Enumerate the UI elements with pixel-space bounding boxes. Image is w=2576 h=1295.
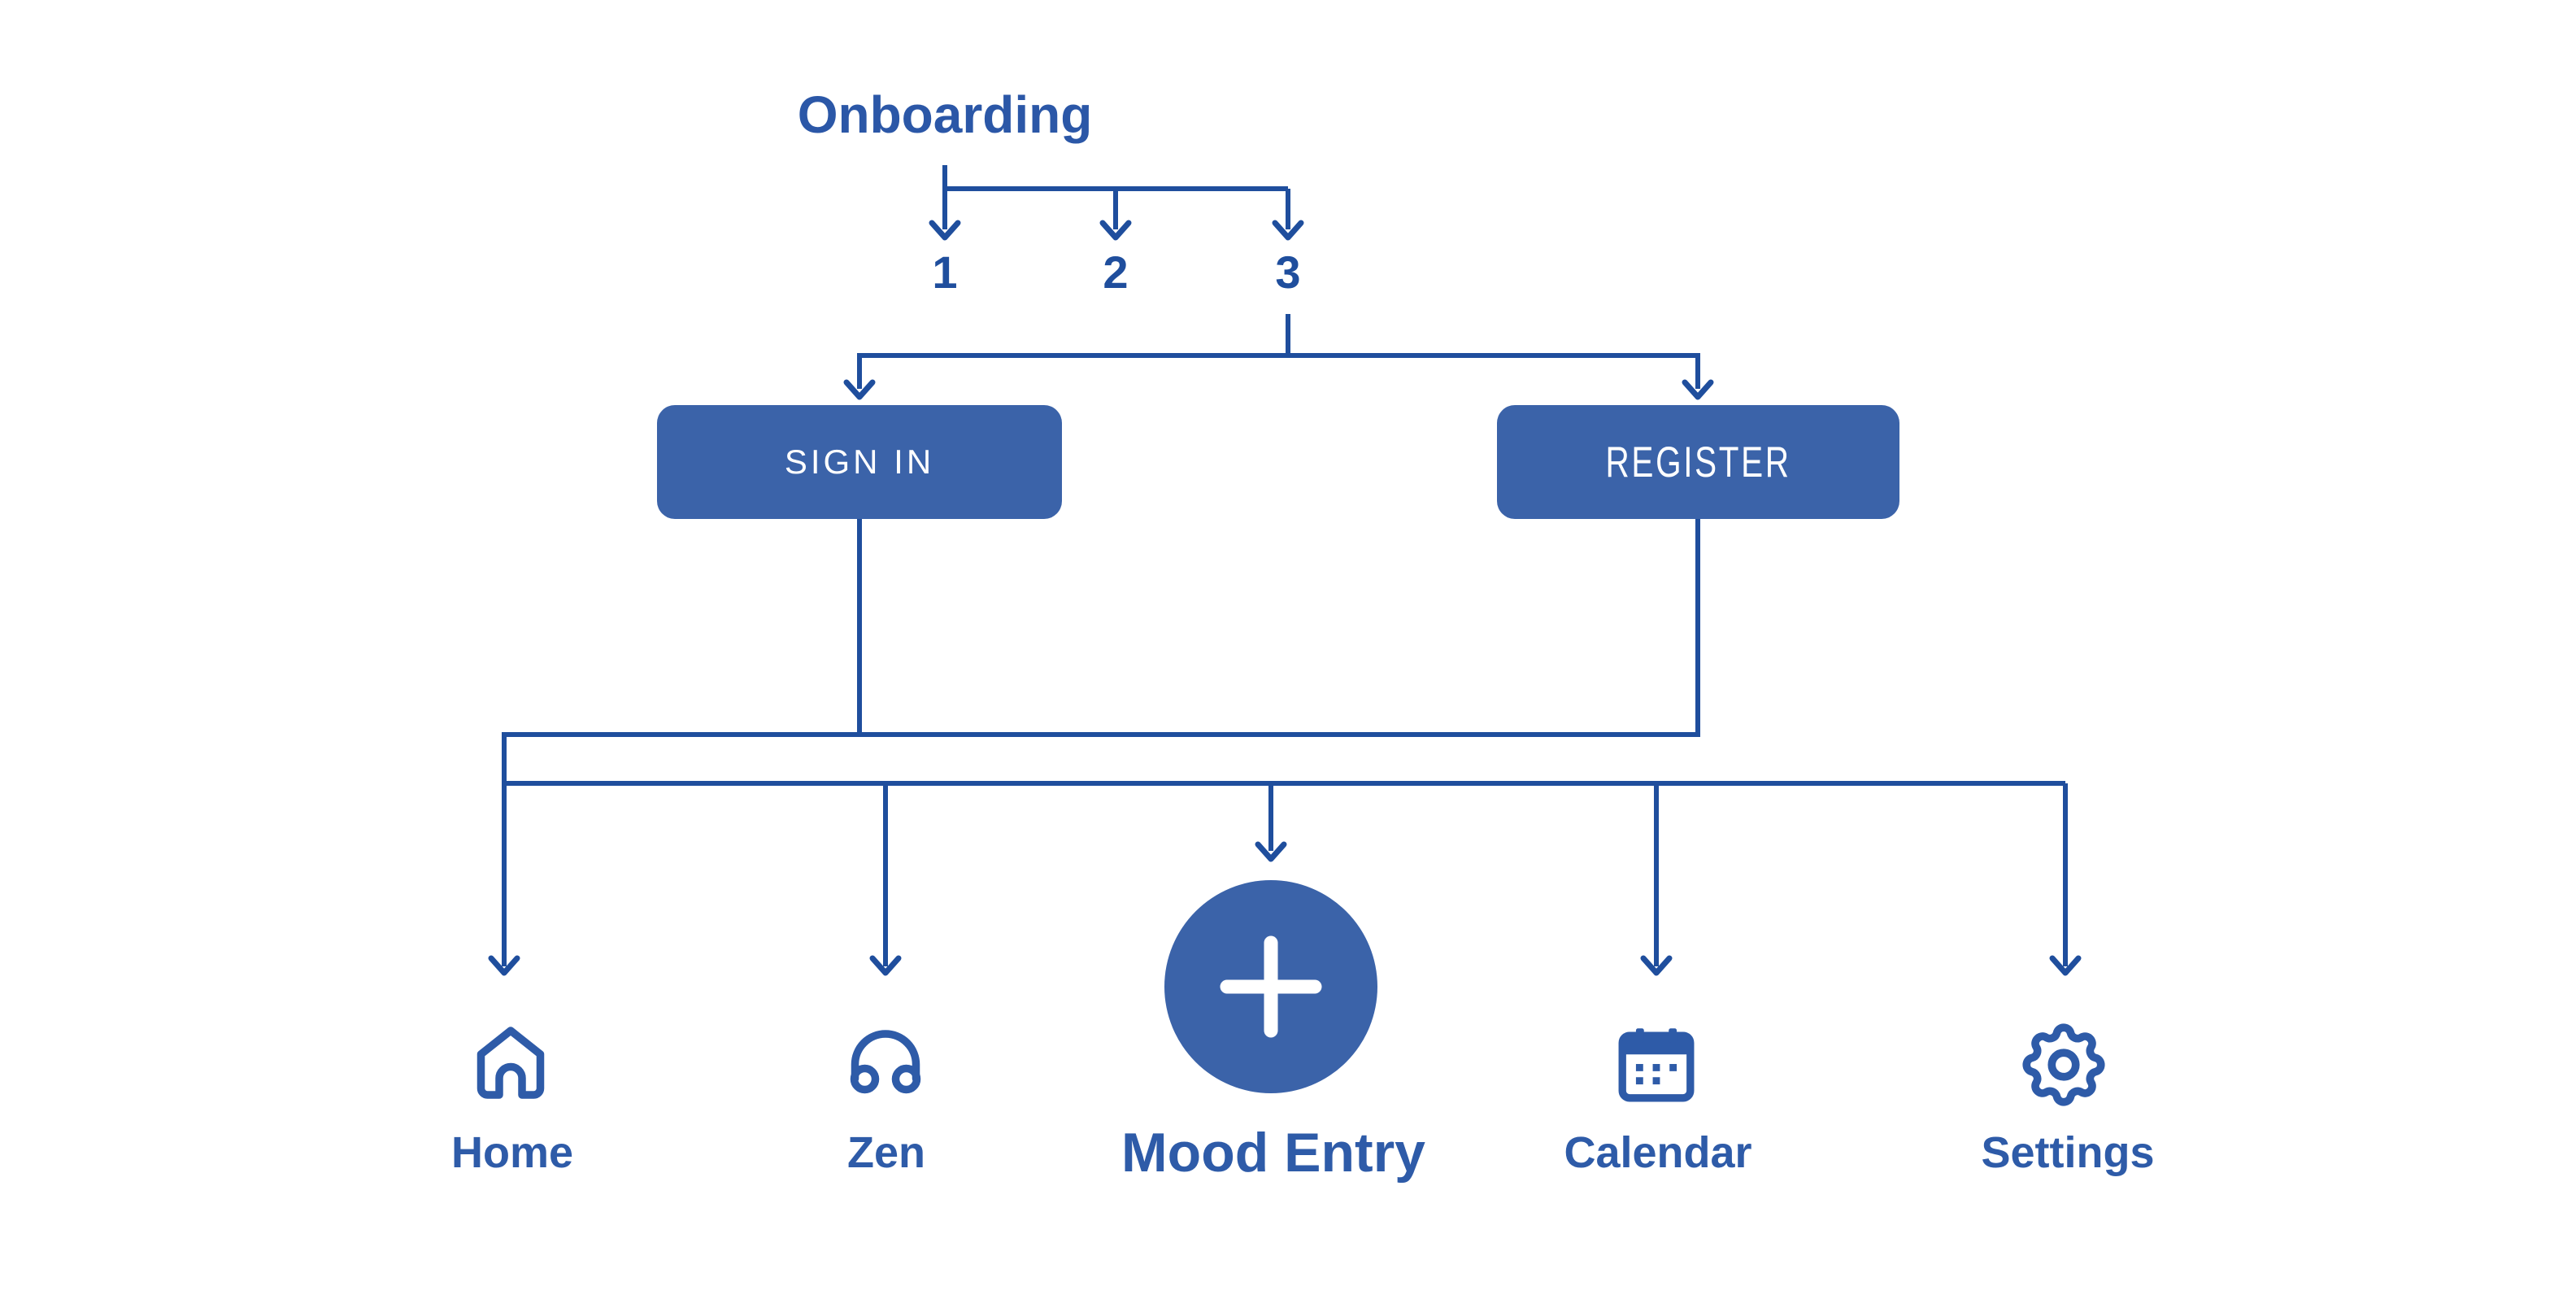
step-number-1: 1 [932, 246, 958, 298]
nav-bus-lines [488, 519, 2082, 976]
home-icon[interactable] [462, 1014, 559, 1111]
gear-icon[interactable] [2014, 1015, 2113, 1114]
sign-in-button[interactable]: SIGN IN [657, 405, 1062, 519]
auth-branch-lines [843, 314, 1714, 400]
plus-icon [1220, 935, 1322, 1038]
calendar-icon[interactable] [1608, 1017, 1704, 1113]
mood-entry-button[interactable] [1164, 880, 1377, 1093]
step-number-2: 2 [1103, 246, 1129, 298]
nav-label-home: Home [450, 1128, 574, 1177]
step-number-3: 3 [1275, 246, 1301, 298]
sign-in-label: SIGN IN [784, 443, 935, 481]
register-button[interactable]: REGISTER [1497, 405, 1899, 519]
nav-label-calendar: Calendar [1564, 1128, 1752, 1177]
nav-label-zen: Zen [846, 1128, 926, 1177]
onboarding-branch-lines [929, 165, 1304, 241]
headphones-icon[interactable] [837, 1014, 934, 1111]
nav-label-settings: Settings [1981, 1128, 2155, 1177]
register-label: REGISTER [1605, 438, 1791, 486]
diagram-title: Onboarding [797, 85, 1093, 144]
nav-label-mood-entry: Mood Entry [1121, 1122, 1425, 1184]
